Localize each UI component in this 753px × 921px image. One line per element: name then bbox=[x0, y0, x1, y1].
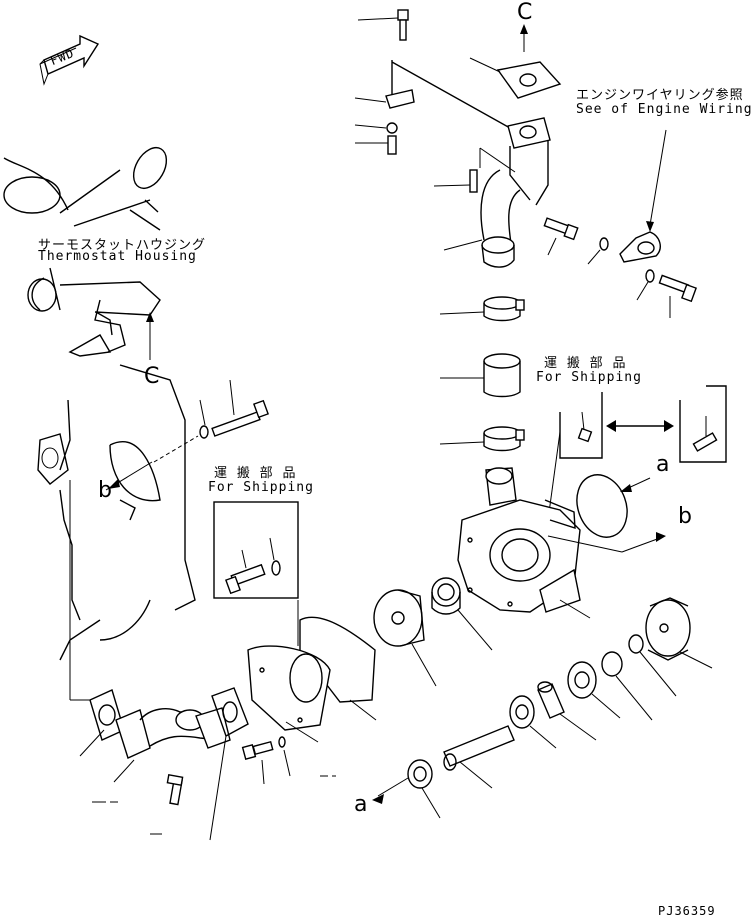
thermostat-label-jp: サーモスタットハウジング bbox=[38, 238, 207, 253]
thermostat-label-en: Thermostat Housing bbox=[38, 249, 197, 264]
engine-wiring-label-jp: エンジンワイヤリング参照 bbox=[576, 88, 744, 103]
bearing-2 bbox=[509, 695, 557, 749]
seal-ring-bottom bbox=[372, 759, 441, 819]
callout-a-right: a bbox=[656, 452, 671, 477]
impeller bbox=[373, 589, 437, 687]
hose bbox=[440, 353, 521, 398]
inlet-elbow bbox=[79, 689, 231, 806]
shaft bbox=[443, 725, 515, 789]
callout-c-top: C bbox=[517, 0, 534, 25]
drawing-code: PJ36359 bbox=[658, 904, 716, 918]
mechanical-seal bbox=[431, 577, 493, 651]
water-outlet bbox=[354, 9, 562, 268]
thermostat-housing bbox=[3, 147, 168, 360]
snap-ring bbox=[601, 651, 653, 721]
elbow-gasket bbox=[209, 687, 249, 841]
callout-c-left: C bbox=[144, 364, 161, 389]
pump-cover bbox=[247, 645, 331, 743]
callout-b-left: b bbox=[98, 478, 113, 503]
callout-b-right: b bbox=[678, 504, 693, 529]
bolt-washer-left bbox=[105, 379, 269, 491]
elbow-bolts bbox=[241, 736, 291, 785]
o-ring bbox=[576, 474, 651, 538]
engine-block-outline bbox=[37, 364, 196, 701]
water-pump-body bbox=[457, 467, 666, 619]
shipping-box-center bbox=[213, 501, 299, 646]
engine-wiring-label-en: See of Engine Wiring bbox=[576, 102, 753, 117]
spacer bbox=[537, 681, 597, 741]
fan-pulley bbox=[645, 597, 713, 669]
shipping-label-right-en: For Shipping bbox=[536, 370, 642, 385]
outlet-bolt bbox=[543, 217, 609, 265]
shipping-label-center-jp: 運 搬 部 品 bbox=[214, 466, 297, 481]
callout-a-bottom: a bbox=[354, 792, 369, 817]
fwd-arrow bbox=[39, 34, 100, 86]
pump-gasket bbox=[299, 616, 377, 721]
shipping-label-center-en: For Shipping bbox=[208, 480, 314, 495]
wiring-clamp bbox=[619, 129, 697, 318]
hose-clamp-2 bbox=[439, 426, 525, 452]
oil-seal bbox=[628, 634, 677, 697]
shipping-label-right-jp: 運 搬 部 品 bbox=[544, 356, 627, 371]
shipping-box-right bbox=[547, 385, 727, 521]
bearing-1 bbox=[567, 661, 621, 719]
hose-clamp-1 bbox=[439, 296, 525, 322]
